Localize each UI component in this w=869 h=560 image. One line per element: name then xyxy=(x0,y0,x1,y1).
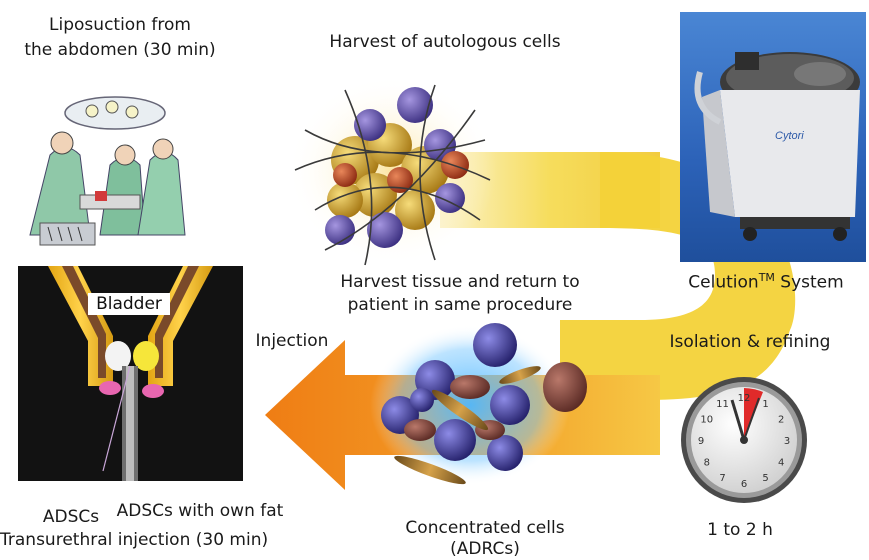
clock-numeral: 12 xyxy=(738,393,751,404)
clock-numeral: 7 xyxy=(719,473,725,484)
celution-system-label: CelutionTM System xyxy=(676,267,856,294)
liposuction-label-line2: the abdomen (30 min) xyxy=(12,39,228,61)
transurethral-label: Transurethral injection (30 min) xyxy=(0,529,250,551)
clock-numeral: 11 xyxy=(716,399,729,410)
duration-label: 1 to 2 h xyxy=(690,519,790,541)
adscs-fat-label: ADSCs with own fat xyxy=(110,500,290,522)
harvest-cells-label: Harvest of autologous cells xyxy=(305,31,585,53)
injection-label: Injection xyxy=(247,330,337,352)
clock-numeral: 8 xyxy=(704,458,710,469)
clock-numeral: 6 xyxy=(741,479,747,490)
liposuction-label-line1: Liposuction from xyxy=(20,14,220,36)
celution-trademark: TM xyxy=(759,271,775,284)
clock-numeral: 10 xyxy=(700,415,713,426)
celution-name: Celution xyxy=(688,273,758,293)
celution-device-photo: Cytori xyxy=(680,12,866,262)
clock-numeral: 4 xyxy=(778,458,784,469)
celution-system-word: System xyxy=(775,273,844,293)
concentrated-cells-label-line2: (ADRCs) xyxy=(430,538,540,560)
adscs-label: ADSCs xyxy=(36,506,106,528)
isolation-label: Isolation & refining xyxy=(660,331,840,353)
clock-numeral: 3 xyxy=(784,436,790,447)
clock-icon: 121234567891011 xyxy=(678,372,810,508)
clock-numeral: 5 xyxy=(762,473,768,484)
device-brand-text: Cytori xyxy=(775,130,804,142)
concentrated-cells-label-line1: Concentrated cells xyxy=(390,517,580,539)
harvest-return-label-line2: patient in same procedure xyxy=(330,294,590,316)
bladder-label: Bladder xyxy=(88,293,170,315)
surgery-illustration xyxy=(20,85,190,260)
clock-numeral: 2 xyxy=(778,415,784,426)
clock-numeral: 9 xyxy=(698,436,704,447)
harvest-return-label-line1: Harvest tissue and return to xyxy=(330,271,590,293)
concentrated-cells-image xyxy=(360,305,605,505)
clock-numeral: 1 xyxy=(762,399,768,410)
harvested-cells-image xyxy=(285,70,500,270)
